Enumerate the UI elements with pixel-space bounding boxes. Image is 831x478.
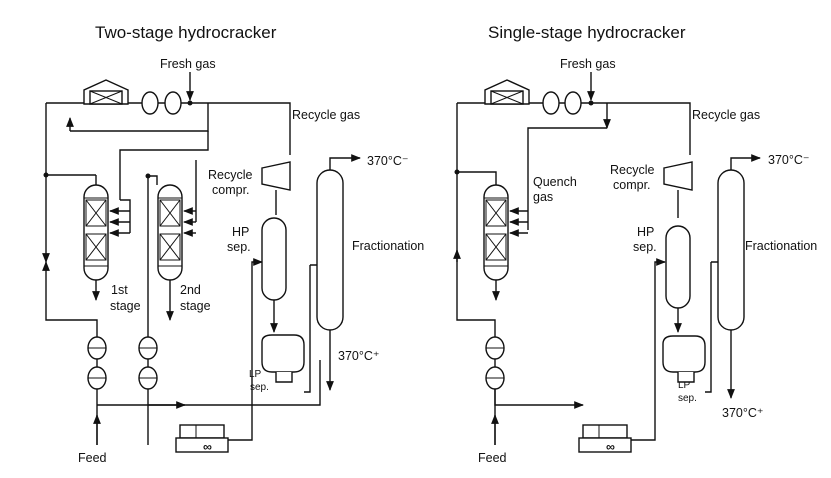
svg-text:∞: ∞ (606, 440, 615, 454)
recycle-compressor-label: Recycle compr. (208, 168, 256, 197)
recycle-compressor-icon (663, 161, 693, 191)
second-stage-label: 2nd stage (180, 283, 211, 313)
pump-icon: ∞ (578, 424, 632, 454)
single-stage-title: Single-stage hydrocracker (488, 23, 686, 42)
feed-label: Feed (78, 451, 107, 465)
lp-separator (662, 335, 706, 383)
fractionation-label: Fractionation (745, 239, 817, 253)
gas-branch-2 (119, 131, 209, 200)
lp-separator (261, 334, 305, 383)
product-370-plus-label: 370°C⁺ (338, 349, 379, 363)
first-stage-reactor (83, 175, 109, 281)
reactor (457, 171, 509, 281)
hp-separator (261, 217, 287, 301)
recycle-compressor-icon (261, 161, 291, 191)
feed-label: Feed (478, 451, 507, 465)
product-370-minus-label: 370°C⁻ (768, 153, 809, 167)
fresh-gas-label: Fresh gas (160, 57, 216, 71)
recycle-compressor-label: Recycle compr. (610, 163, 658, 192)
recycle-gas-label: Recycle gas (292, 108, 360, 122)
heat-exchanger-icon (141, 91, 159, 115)
fractionation-column (717, 169, 745, 331)
gas-distribution-line (70, 103, 209, 132)
svg-text:∞: ∞ (203, 440, 212, 454)
pump-icon: ∞ (175, 424, 229, 454)
recycle-gas-label: Recycle gas (692, 108, 760, 122)
two-stage-diagram: Two-stage hydrocracker Fresh gas Recycle… (42, 23, 424, 465)
heat-exchanger-icon (164, 91, 182, 115)
junction-dot (187, 100, 193, 106)
furnace-icon (484, 79, 530, 105)
heat-exchanger-icon (564, 91, 582, 115)
hp-separator (665, 225, 691, 309)
furnace-icon (83, 79, 129, 105)
recycle-gas-header (457, 102, 691, 155)
fresh-gas-label: Fresh gas (560, 57, 616, 71)
second-stage-reactor (147, 175, 183, 445)
product-370-minus-label: 370°C⁻ (367, 154, 408, 168)
two-stage-title: Two-stage hydrocracker (95, 23, 277, 42)
first-stage-label: 1st stage (110, 283, 141, 313)
quench-gas-label: Quench gas (533, 175, 580, 204)
hp-separator-label: HP sep. (633, 225, 658, 254)
hp-separator-label: HP sep. (227, 225, 253, 254)
fractionation-column (316, 169, 344, 331)
lp-separator-label: LP sep. (678, 380, 697, 404)
fractionation-label: Fractionation (352, 239, 424, 253)
single-stage-diagram: Single-stage hydrocracker Fresh gas Recy… (453, 23, 817, 465)
lp-separator-label: LP sep. (249, 369, 269, 393)
heat-exchanger-icon (542, 91, 560, 115)
junction-dot (588, 100, 594, 106)
product-370-plus-label: 370°C⁺ (722, 406, 763, 420)
